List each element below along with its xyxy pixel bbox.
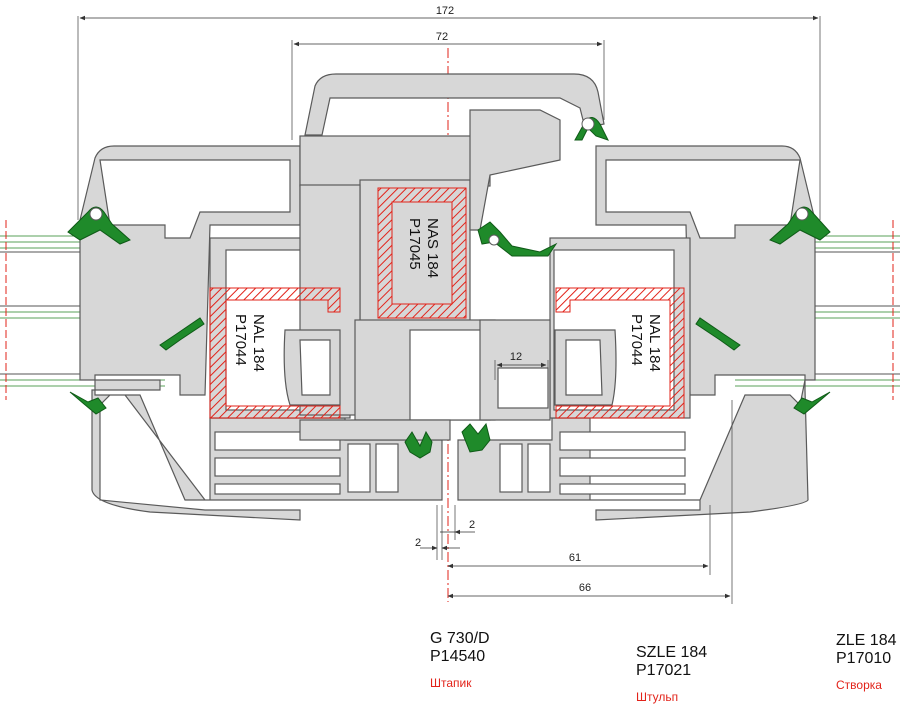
part-label-sash: ZLE 184 P17010 Створка [836,632,896,694]
part-code: P17010 [836,650,892,667]
part-code: P14540 [430,648,486,665]
part-model: SZLE 184 [636,644,708,661]
reinforcement-left: NAL 184 P17044 [209,287,341,419]
dimension-sash-outer: 66 [447,400,733,604]
dim-mullion-text: 72 [436,31,448,43]
part-label-glazing-bead: G 730/D P14540 Штапик [430,630,490,692]
dimension-overall: 172 [77,5,821,220]
reinforcement-right: NAL 184 P17044 [555,287,685,419]
part-name: Створка [836,678,882,692]
part-model: G 730/D [430,630,490,647]
dimension-sash-inner: 61 [447,505,711,575]
dimension-rebate: 12 [494,351,549,380]
part-name: Штульп [636,690,679,704]
dimension-gaps: 2 2 [415,505,475,560]
dim-rebate-text: 12 [510,351,522,363]
part-model: ZLE 184 [836,632,897,649]
reinf-left-name: NAL 184 [250,314,267,372]
seal-caps [89,117,809,246]
reinf-left-code: P17044 [232,314,249,366]
dim-sash-inner-text: 61 [569,552,581,564]
reinf-center-code: P17045 [406,218,423,270]
part-label-mullion: SZLE 184 P17021 Штульп [636,644,707,706]
dimension-mullion: 72 [291,31,605,140]
reinforcement-center: NAS 184 P17045 [377,187,467,319]
part-name: Штапик [430,676,472,690]
dim-sash-outer-text: 66 [579,582,591,594]
reinf-right-name: NAL 184 [646,314,663,372]
dim-gap-left-text: 2 [415,537,421,549]
reinf-right-code: P17044 [628,314,645,366]
dim-gap-right-text: 2 [469,519,475,531]
part-code: P17021 [636,662,692,679]
dim-overall-text: 172 [436,5,454,17]
reinf-center-name: NAS 184 [424,218,441,278]
